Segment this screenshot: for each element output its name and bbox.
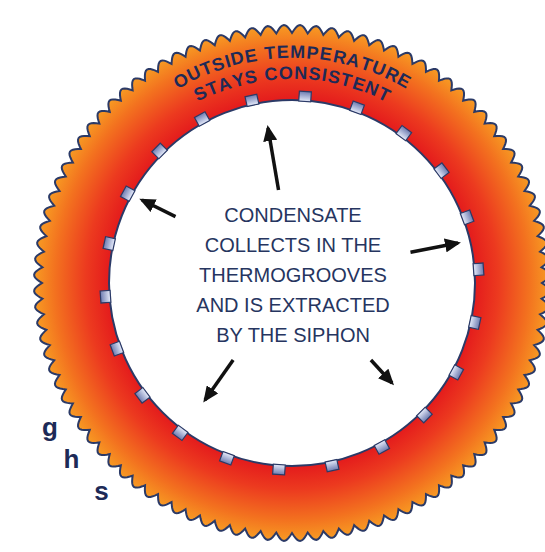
thermogroove	[350, 101, 365, 115]
chamber-wall	[109, 100, 475, 466]
thermogroove	[100, 290, 111, 303]
flow-arrow	[411, 243, 459, 252]
thermogroove	[396, 126, 412, 141]
flow-arrow	[205, 360, 233, 400]
ring-caption-letter: S	[308, 65, 322, 84]
thermogroove	[120, 186, 135, 201]
ring-caption-letter: O	[279, 64, 294, 82]
cropped-letter: g	[42, 412, 58, 442]
outer-ring: CONDENSATE COLLECTS IN THE THERMOGROOVES…	[34, 25, 545, 541]
thermogroove	[110, 341, 124, 356]
thermogroove	[473, 263, 484, 276]
thermogroove	[460, 210, 474, 225]
ring-caption-letter: P	[306, 43, 320, 62]
thermogroove	[434, 163, 449, 179]
flow-arrow	[268, 128, 279, 190]
thermogroove	[449, 365, 464, 380]
ring-caption-letter: S	[243, 67, 258, 87]
thermogroove	[194, 112, 209, 127]
toothed-ring	[34, 25, 545, 541]
thermogroove	[417, 407, 433, 423]
thermogroove	[374, 440, 389, 455]
ring-caption-letter: N	[294, 64, 308, 83]
thermogroove	[103, 237, 115, 251]
ring-caption-letter: M	[290, 43, 305, 61]
ring-caption-letter: T	[264, 44, 277, 63]
thermogroove	[220, 452, 235, 466]
ring-caption: OUTSIDE TEMPERATURE STAYS CONSISTENT	[34, 25, 545, 541]
flow-arrow	[142, 200, 176, 217]
flow-arrow	[371, 360, 392, 383]
ring-caption-letter: E	[319, 45, 334, 65]
ring-caption-letter: C	[264, 64, 279, 83]
cropped-letter: s	[94, 476, 108, 506]
thermogroove	[325, 459, 339, 471]
thermogroove	[299, 91, 312, 102]
cropped-letter: h	[63, 444, 79, 474]
thermogroove	[245, 94, 259, 106]
thermogroove	[469, 316, 481, 330]
thermogroove	[172, 425, 188, 440]
ring-caption-letter: D	[229, 48, 246, 69]
center-caption: CONDENSATE COLLECTS IN THE THERMOGROOVES…	[186, 200, 401, 350]
ring-caption-letter: E	[244, 46, 259, 66]
ring-caption-letter	[257, 45, 264, 64]
thermogroove	[152, 143, 168, 159]
thermogroove	[273, 464, 286, 475]
thermogroove	[135, 388, 150, 404]
inner-chamber: CONDENSATE COLLECTS IN THE THERMOGROOVES…	[109, 100, 475, 466]
ring-caption-letter: E	[276, 43, 289, 61]
